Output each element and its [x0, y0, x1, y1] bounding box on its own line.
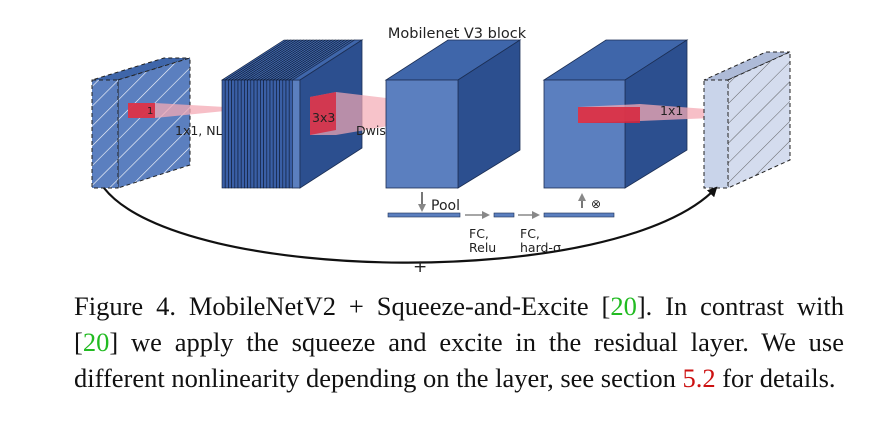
stack-slice [276, 79, 280, 189]
figure-caption: Figure 4. MobileNetV2 + Squeeze-and-Exci… [74, 288, 844, 396]
stack-slice [228, 79, 232, 189]
caption-text-2: ] we apply the squeeze and excite in the… [74, 327, 844, 393]
citation-link-20-second[interactable]: 20 [82, 327, 110, 357]
expand-kernel-label: 1 [147, 106, 153, 117]
stack-slice [260, 79, 264, 189]
citation-link-20[interactable]: 20 [610, 291, 637, 321]
stack-slice [224, 79, 229, 189]
stack-slice [282, 79, 287, 189]
stack-slice [272, 79, 277, 189]
stack-slice [231, 79, 236, 189]
stack-slice [288, 79, 293, 189]
squeeze-excite-branch: Pool ⊗ FC, Relu FC, hard-σ [387, 192, 615, 255]
dwise-output-block [384, 39, 522, 189]
stack-slice [234, 79, 239, 189]
expand-conv-label: 1x1, NL [175, 123, 223, 138]
stack-slice [253, 79, 258, 189]
multiply-symbol: ⊗ [591, 197, 601, 211]
stack-slice [237, 79, 242, 189]
pool-label: Pool [431, 198, 460, 214]
section-link-5-2[interactable]: 5.2 [682, 363, 716, 393]
pooled-vector [387, 212, 461, 218]
caption-text-1: ]. In contrast with [ [74, 291, 844, 357]
residual-add-symbol: + [413, 257, 427, 277]
project-kernel-label: 1x1 [660, 103, 683, 118]
fc1-label-line2: Relu [469, 240, 496, 255]
caption-suffix: for details. [715, 363, 836, 393]
expanded-feature-stack [220, 39, 364, 189]
stack-slice [221, 79, 226, 189]
stack-slice [250, 79, 255, 189]
mobilenet-v3-block-diagram: Mobilenet V3 block 1 1x1, NL 3x3 Dwise, … [91, 26, 791, 277]
stack-slice [240, 79, 245, 189]
stack-slice [266, 79, 271, 189]
residual-connection-arrow [103, 186, 718, 264]
stack-slice [269, 79, 274, 189]
input-tensor [91, 57, 191, 189]
dwise-kernel-label: 3x3 [312, 110, 335, 125]
stack-slice [263, 79, 268, 189]
fc2-label-line1: FC, [520, 226, 540, 241]
stack-front-face [291, 79, 301, 189]
stack-slice [285, 79, 290, 189]
stack-slice [279, 79, 284, 189]
stack-slice [247, 79, 252, 189]
caption-prefix: Figure 4. MobileNetV2 + Squeeze-and-Exci… [74, 291, 611, 321]
diagram-title: Mobilenet V3 block [388, 26, 527, 42]
project-kernel-projection: 1x1 [578, 103, 760, 123]
fc1-vector [493, 212, 515, 218]
stack-slice [244, 79, 248, 189]
stack-slice [256, 79, 261, 189]
fc2-vector [543, 212, 615, 218]
fc1-label-line1: FC, [469, 226, 489, 241]
output-tensor [703, 51, 791, 189]
expand-kernel-projection: 1 [128, 103, 225, 118]
